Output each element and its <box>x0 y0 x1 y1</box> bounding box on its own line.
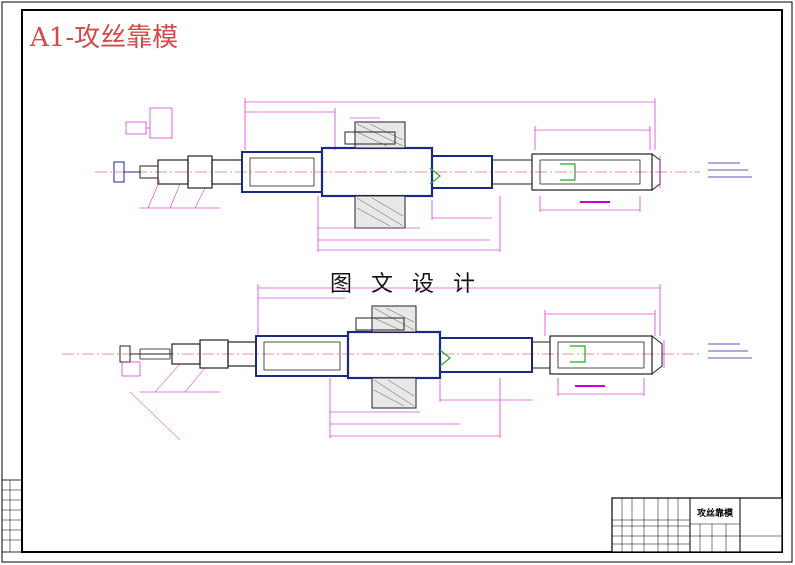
title-block: 攻丝靠模 <box>611 497 783 553</box>
lower-leaders <box>129 363 220 441</box>
inner-frame <box>21 9 783 553</box>
lower-dimensions-top <box>257 284 661 336</box>
upper-green-parts <box>429 163 576 185</box>
lower-green-parts <box>439 345 586 367</box>
upper-dimensions-top <box>244 98 656 150</box>
caption-backdrop <box>318 266 486 298</box>
lower-fixture-block <box>355 305 417 409</box>
lower-left-detail <box>119 345 172 377</box>
upper-dimensions-bottom <box>317 196 641 252</box>
upper-right-note <box>659 156 752 188</box>
drawing-name: 攻丝靠模 <box>697 507 734 519</box>
upper-left-detail <box>113 107 173 183</box>
binding-strip <box>1 479 23 553</box>
center-caption: 图 文 设 计 <box>330 272 481 297</box>
lower-right-note <box>663 340 752 368</box>
upper-fixture-block <box>344 121 406 229</box>
lower-assembly-view <box>62 284 752 441</box>
upper-assembly-view <box>95 98 752 252</box>
lower-dimensions-bottom <box>329 378 645 438</box>
sheet-title: A1-攻丝靠模 <box>29 23 178 53</box>
upper-leaders <box>140 179 220 209</box>
